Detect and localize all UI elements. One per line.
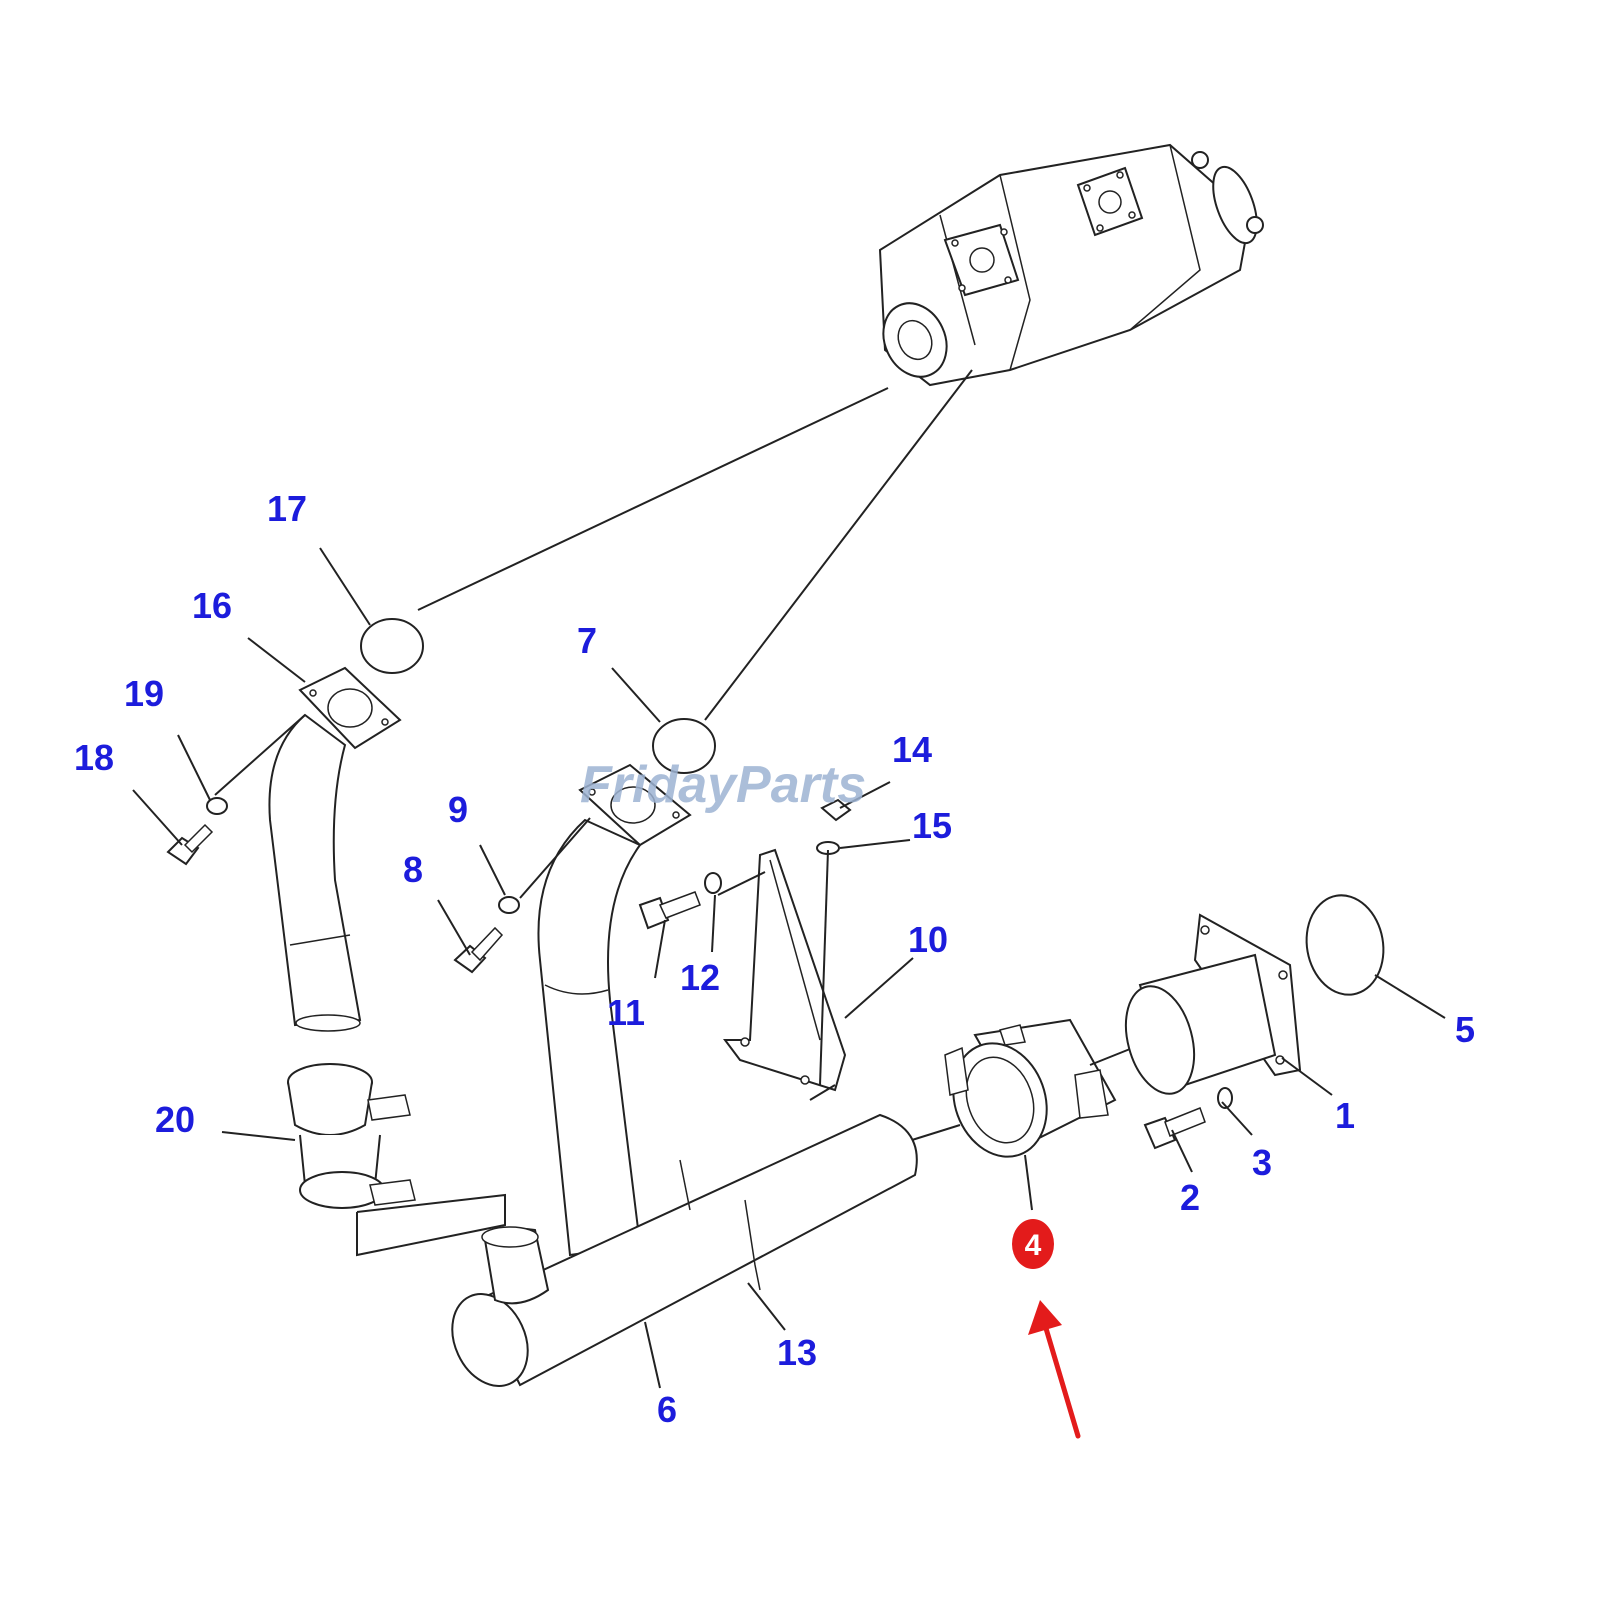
coupling-4 xyxy=(944,1018,1117,1158)
callout-5: 5 xyxy=(1455,1009,1475,1050)
hose-clamp-20 xyxy=(287,1063,416,1209)
callout-4: 4 xyxy=(1025,1229,1042,1262)
elbow-tube-middle xyxy=(537,763,692,1257)
bolt-8 xyxy=(453,926,504,974)
callout-12: 12 xyxy=(680,957,720,998)
callout-15: 15 xyxy=(912,805,952,846)
callout-19: 19 xyxy=(124,673,164,714)
bracket-10 xyxy=(723,848,847,1092)
bolt-2 xyxy=(1143,1107,1206,1150)
washer-9 xyxy=(498,896,520,914)
callout-8: 8 xyxy=(403,849,423,890)
washer-3 xyxy=(1217,1087,1233,1109)
callout-16: 16 xyxy=(192,585,232,626)
nut-14 xyxy=(820,798,852,822)
o-ring-7 xyxy=(652,718,716,774)
washer-19 xyxy=(206,797,228,815)
elbow-tube-16 xyxy=(268,666,402,1032)
flange-housing-1 xyxy=(1124,913,1302,1095)
callout-3: 3 xyxy=(1252,1142,1272,1183)
bolt-11 xyxy=(638,891,701,930)
callout-7: 7 xyxy=(577,620,597,661)
bolt-18 xyxy=(166,823,214,866)
o-ring-5 xyxy=(1305,894,1385,996)
callout-4-highlight: 4 xyxy=(1012,1219,1054,1269)
callout-18: 18 xyxy=(74,737,114,778)
hydraulic-pump xyxy=(878,143,1264,387)
callout-14: 14 xyxy=(892,729,932,770)
callout-11: 11 xyxy=(607,992,645,1033)
callout-17: 17 xyxy=(267,488,307,529)
callout-20: 20 xyxy=(155,1099,195,1140)
o-ring-17 xyxy=(360,618,424,674)
callout-10: 10 xyxy=(908,919,948,960)
callout-1: 1 xyxy=(1335,1095,1355,1136)
callout-2: 2 xyxy=(1180,1177,1200,1218)
callout-9: 9 xyxy=(448,789,468,830)
watermark-logo: FridayParts xyxy=(580,756,866,814)
suction-pipe-6 xyxy=(451,1113,918,1387)
highlight-arrow xyxy=(1028,1300,1081,1439)
callout-13: 13 xyxy=(777,1332,817,1373)
callout-6: 6 xyxy=(657,1389,677,1430)
washer-12 xyxy=(704,872,722,894)
